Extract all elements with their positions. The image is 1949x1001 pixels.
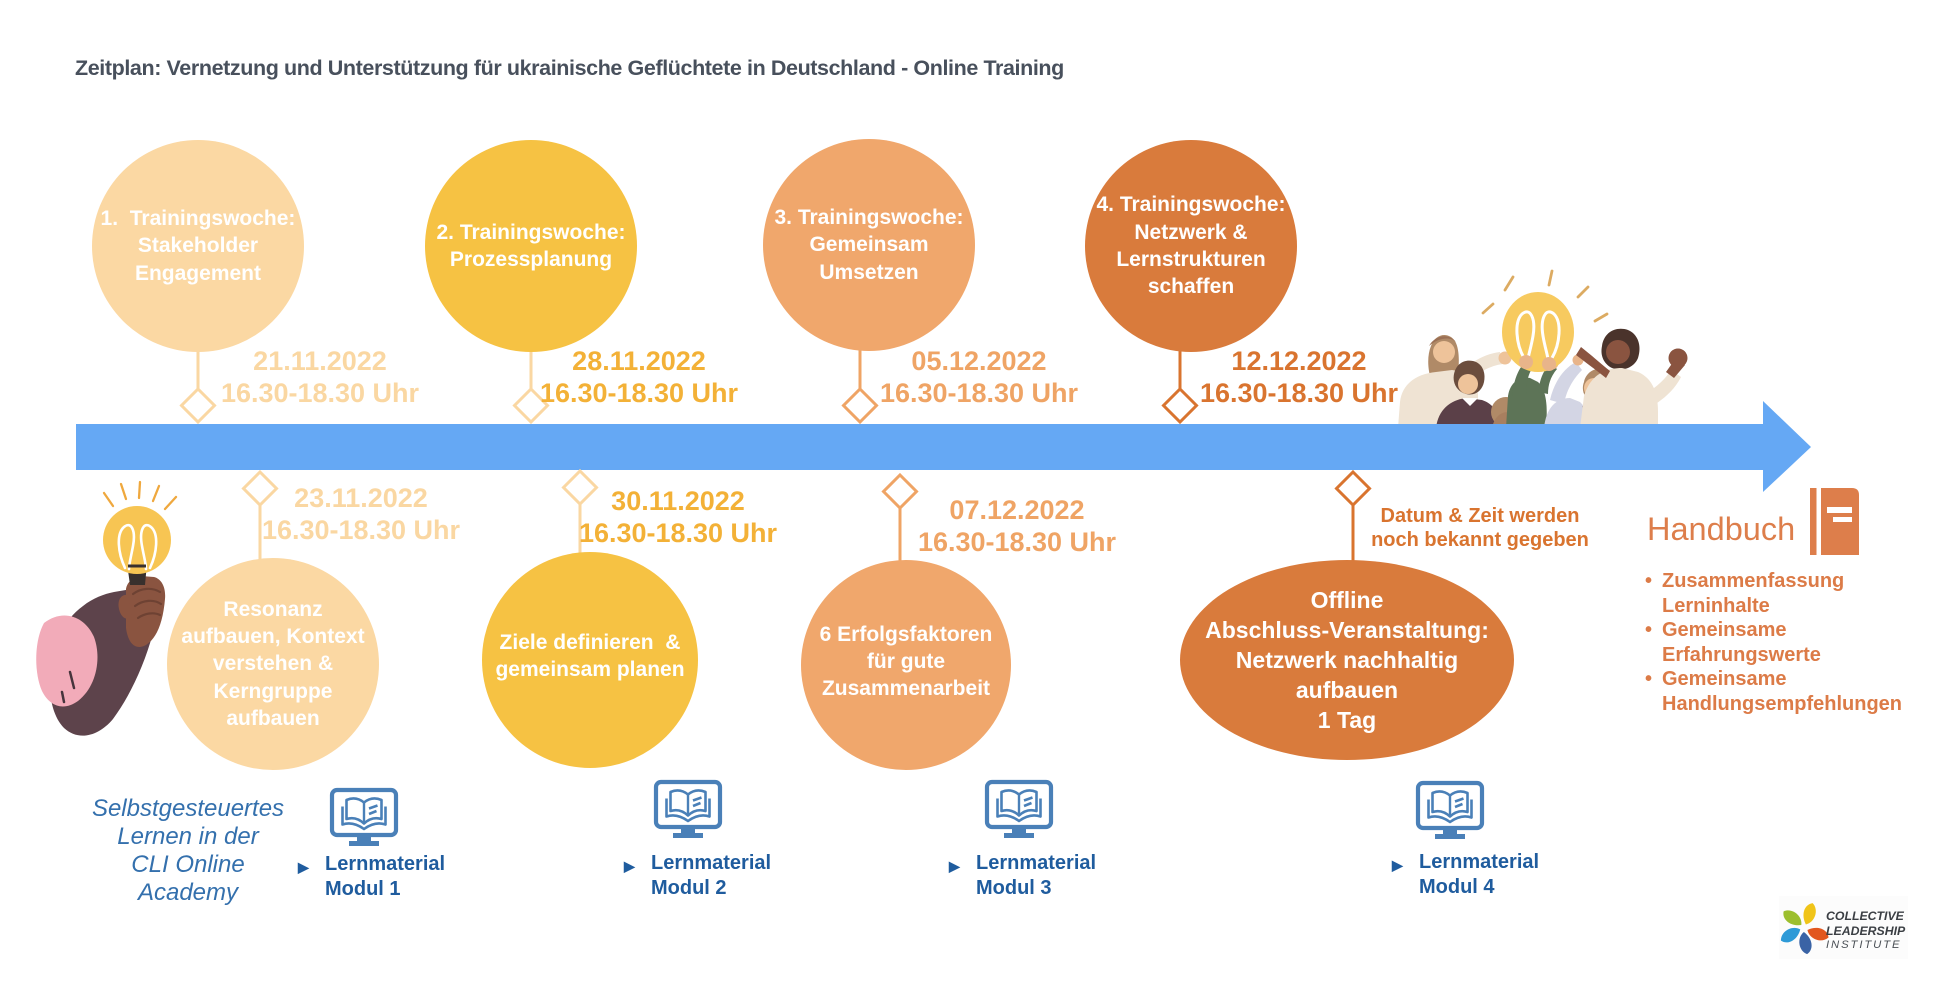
svg-text:COLLECTIVE: COLLECTIVE xyxy=(1826,909,1905,923)
svg-text:LEADERSHIP: LEADERSHIP xyxy=(1826,924,1906,938)
svg-text:INSTITUTE: INSTITUTE xyxy=(1826,939,1901,951)
